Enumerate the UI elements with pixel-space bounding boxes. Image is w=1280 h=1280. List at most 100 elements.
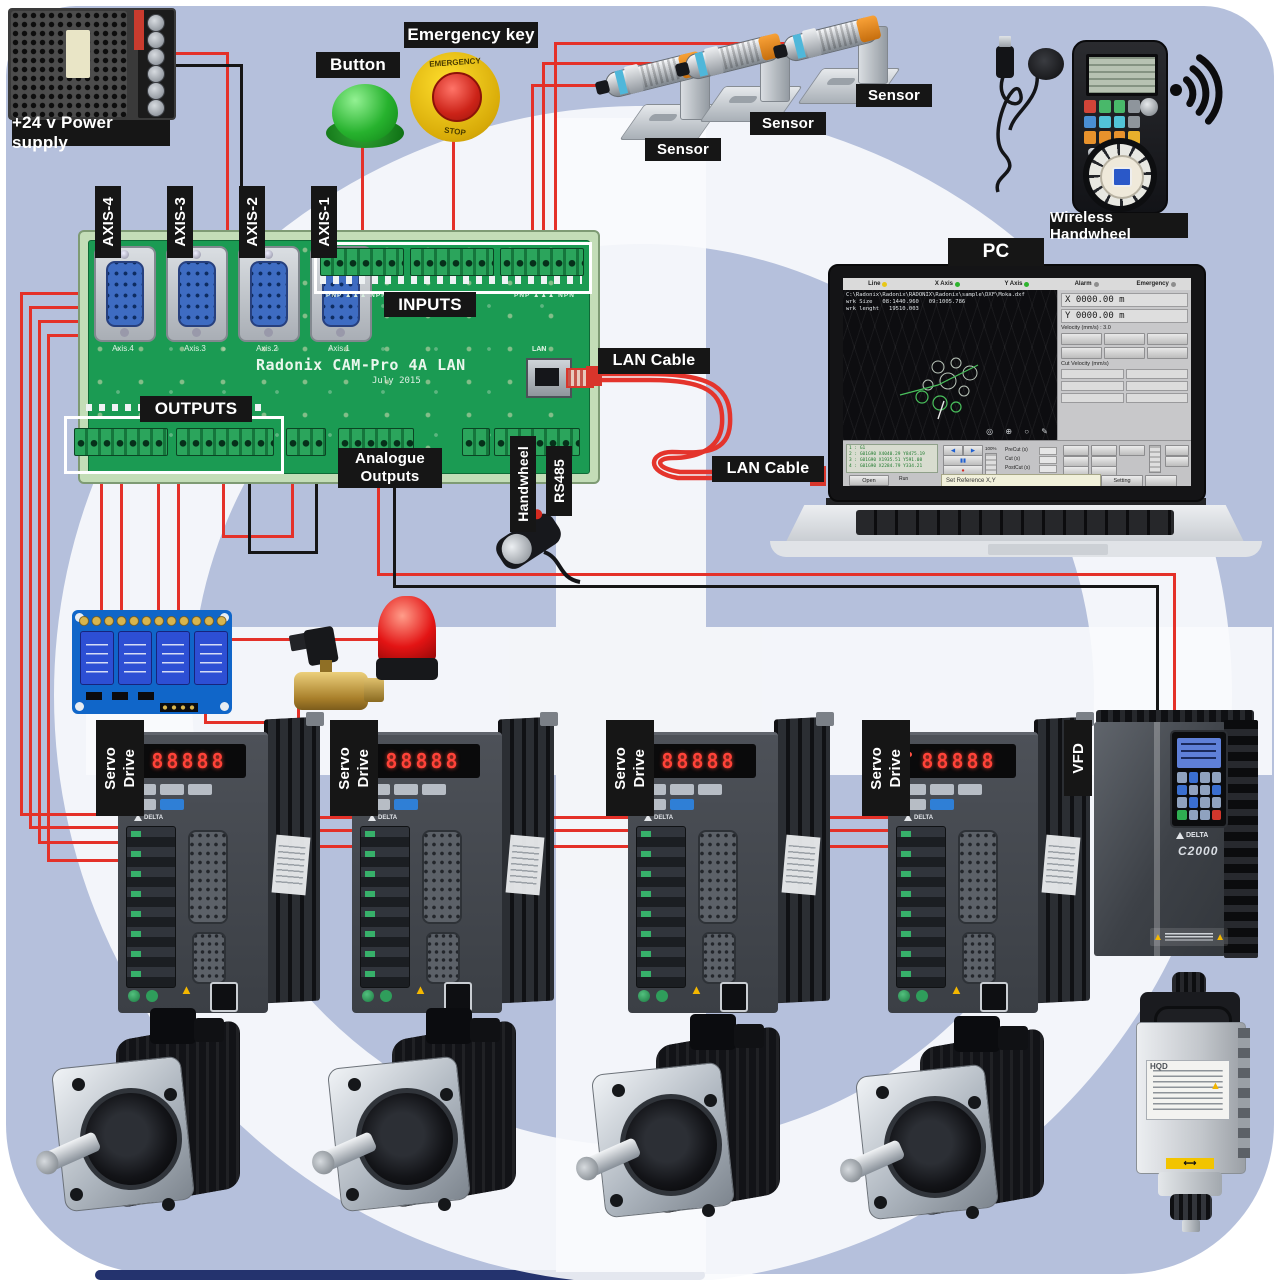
toolpath-viewport: C:\Radonix\Radonix\RADONIX\Radonix\sampl… xyxy=(843,290,1057,440)
lan-cable-label-2: LAN Cable xyxy=(712,456,824,482)
rs485-label: RS485 xyxy=(546,446,572,516)
feed-percent: 100% xyxy=(985,446,997,451)
button-label: Button xyxy=(316,52,400,78)
servo-motor-1 xyxy=(40,1008,253,1242)
viewport-icons: ◎ ⊕ ○ ✎ xyxy=(986,427,1053,436)
laptop-hinge xyxy=(826,498,1206,506)
sensor1-wire xyxy=(531,84,534,254)
green-push-button xyxy=(326,84,404,148)
solenoid-valve xyxy=(288,625,388,714)
servo-drive-1: 88888 DELTA ▲ xyxy=(118,712,324,1013)
power-supply xyxy=(8,8,176,120)
relay-2 xyxy=(118,631,152,685)
wifi-signal-icon xyxy=(1170,54,1223,125)
emergency-key-label: Emergency key xyxy=(404,22,538,48)
wireless-handwheel-label: Wireless Handwheel xyxy=(1050,209,1188,243)
axis3-connector xyxy=(166,246,228,342)
laptop-screen: Line X Axis Y Axis Alarm Emergency C:\Ra… xyxy=(828,264,1206,502)
board-title: Radonix CAM-Pro 4A LAN xyxy=(256,356,466,374)
vfd-drive: DELTA C2000 ▲▲ xyxy=(1092,710,1258,962)
spindle-warning-icon: ▲ xyxy=(1210,1080,1221,1092)
pc-label: PC xyxy=(948,238,1044,266)
axis3-wire xyxy=(29,306,88,309)
psu-red-wire xyxy=(172,52,229,55)
sensor2-label: Sensor xyxy=(750,112,826,135)
vfd-delta-logo: DELTA xyxy=(1176,832,1208,839)
button-wire xyxy=(361,138,364,254)
drive-buttons xyxy=(132,784,232,810)
vfd-label: VFD xyxy=(1064,720,1092,796)
inputs-label: INPUTS xyxy=(384,292,476,317)
warning-icon: ▲ xyxy=(180,982,193,997)
axis4-connector xyxy=(94,246,156,342)
readout-panel: X 0000.00 m Y 0000.00 m Velocity (mm/s) … xyxy=(1057,290,1191,440)
open-button: Open xyxy=(849,475,889,486)
axis2-wire xyxy=(38,320,88,323)
y-readout: Y 0000.00 m xyxy=(1061,309,1188,323)
usb-receiver xyxy=(996,36,1014,78)
cn1-connector xyxy=(188,830,228,924)
valve-wire xyxy=(204,712,207,724)
outputs-outline xyxy=(64,416,284,474)
vfd-red-wire xyxy=(377,446,380,576)
toolpath-preview xyxy=(899,357,979,420)
wireless-handwheel-pendant xyxy=(1072,40,1168,214)
control-panel: 1 : G1 2 : G01G90 X4040.29 Y8475.19 3 : … xyxy=(843,440,1191,486)
vfd-heatsink xyxy=(1224,720,1258,958)
mpg-cable xyxy=(543,550,581,584)
axis2-tag: AXIS-2 xyxy=(239,186,265,258)
alarm-beacon xyxy=(376,596,438,686)
estop-wire xyxy=(452,140,455,254)
vfd-warning-strip: ▲▲ xyxy=(1150,928,1228,946)
axis2-connector xyxy=(238,246,300,342)
jog-wheel xyxy=(1083,138,1157,212)
relay-module xyxy=(72,610,232,714)
axis1-wire xyxy=(47,334,88,337)
relay-4 xyxy=(194,631,228,685)
lan-cable-label-1: LAN Cable xyxy=(598,348,710,374)
servo-motor-4 xyxy=(844,1016,1057,1250)
relay-wire xyxy=(100,446,103,614)
drive-terminals xyxy=(126,826,176,988)
pendant-keypad xyxy=(1084,100,1140,144)
inputs-outline xyxy=(314,242,592,294)
bottom-banner xyxy=(95,1270,705,1280)
cn2-connector xyxy=(192,932,226,984)
axis3-tag: AXIS-3 xyxy=(167,186,193,258)
vfd-keypad xyxy=(1170,730,1228,828)
relay-1 xyxy=(80,631,114,685)
vfd-black-wire xyxy=(393,446,396,588)
psu-black-wire xyxy=(172,64,243,67)
laptop-keyboard-deck xyxy=(786,505,1244,542)
axis4-wire xyxy=(20,292,88,295)
cnc-software-ui: Line X Axis Y Axis Alarm Emergency C:\Ra… xyxy=(843,278,1191,486)
spindle-motor: HQD ▲ ⟷ xyxy=(1126,972,1256,1236)
keyboard xyxy=(856,510,1174,535)
sensor2-wire xyxy=(542,62,545,254)
outputs-label: OUTPUTS xyxy=(140,396,252,422)
relay-3 xyxy=(156,631,190,685)
vfd-model: C2000 xyxy=(1178,844,1219,858)
usb-cable xyxy=(995,70,1040,193)
cut-velocity-text: Cut Velocity (mm/s) xyxy=(1061,361,1109,367)
sensor3-wire xyxy=(554,42,557,254)
axis1-tag: AXIS-1 xyxy=(311,186,337,258)
sensor1-label: Sensor xyxy=(645,138,721,161)
velocity-text: Velocity (mm/s) : 3.0 xyxy=(1061,325,1111,331)
sensor3-label: Sensor xyxy=(856,84,932,107)
servo-drive-2: 88888 DELTA ▲ xyxy=(352,712,558,1013)
board-date: July 2015 xyxy=(372,376,421,386)
servo-motor-3 xyxy=(580,1014,793,1248)
valve-body xyxy=(294,672,368,710)
psu-terminal-block xyxy=(138,10,174,118)
axis4-tag: AXIS-4 xyxy=(95,186,121,258)
power-supply-label: +24 v Power supply xyxy=(12,113,170,152)
setting-button: Setting xyxy=(1101,475,1143,486)
run-label: Run xyxy=(899,476,909,482)
relay-header-pins xyxy=(160,703,198,712)
estop-mushroom xyxy=(432,72,482,122)
command-box: Set Reference X,Y xyxy=(941,474,1101,486)
